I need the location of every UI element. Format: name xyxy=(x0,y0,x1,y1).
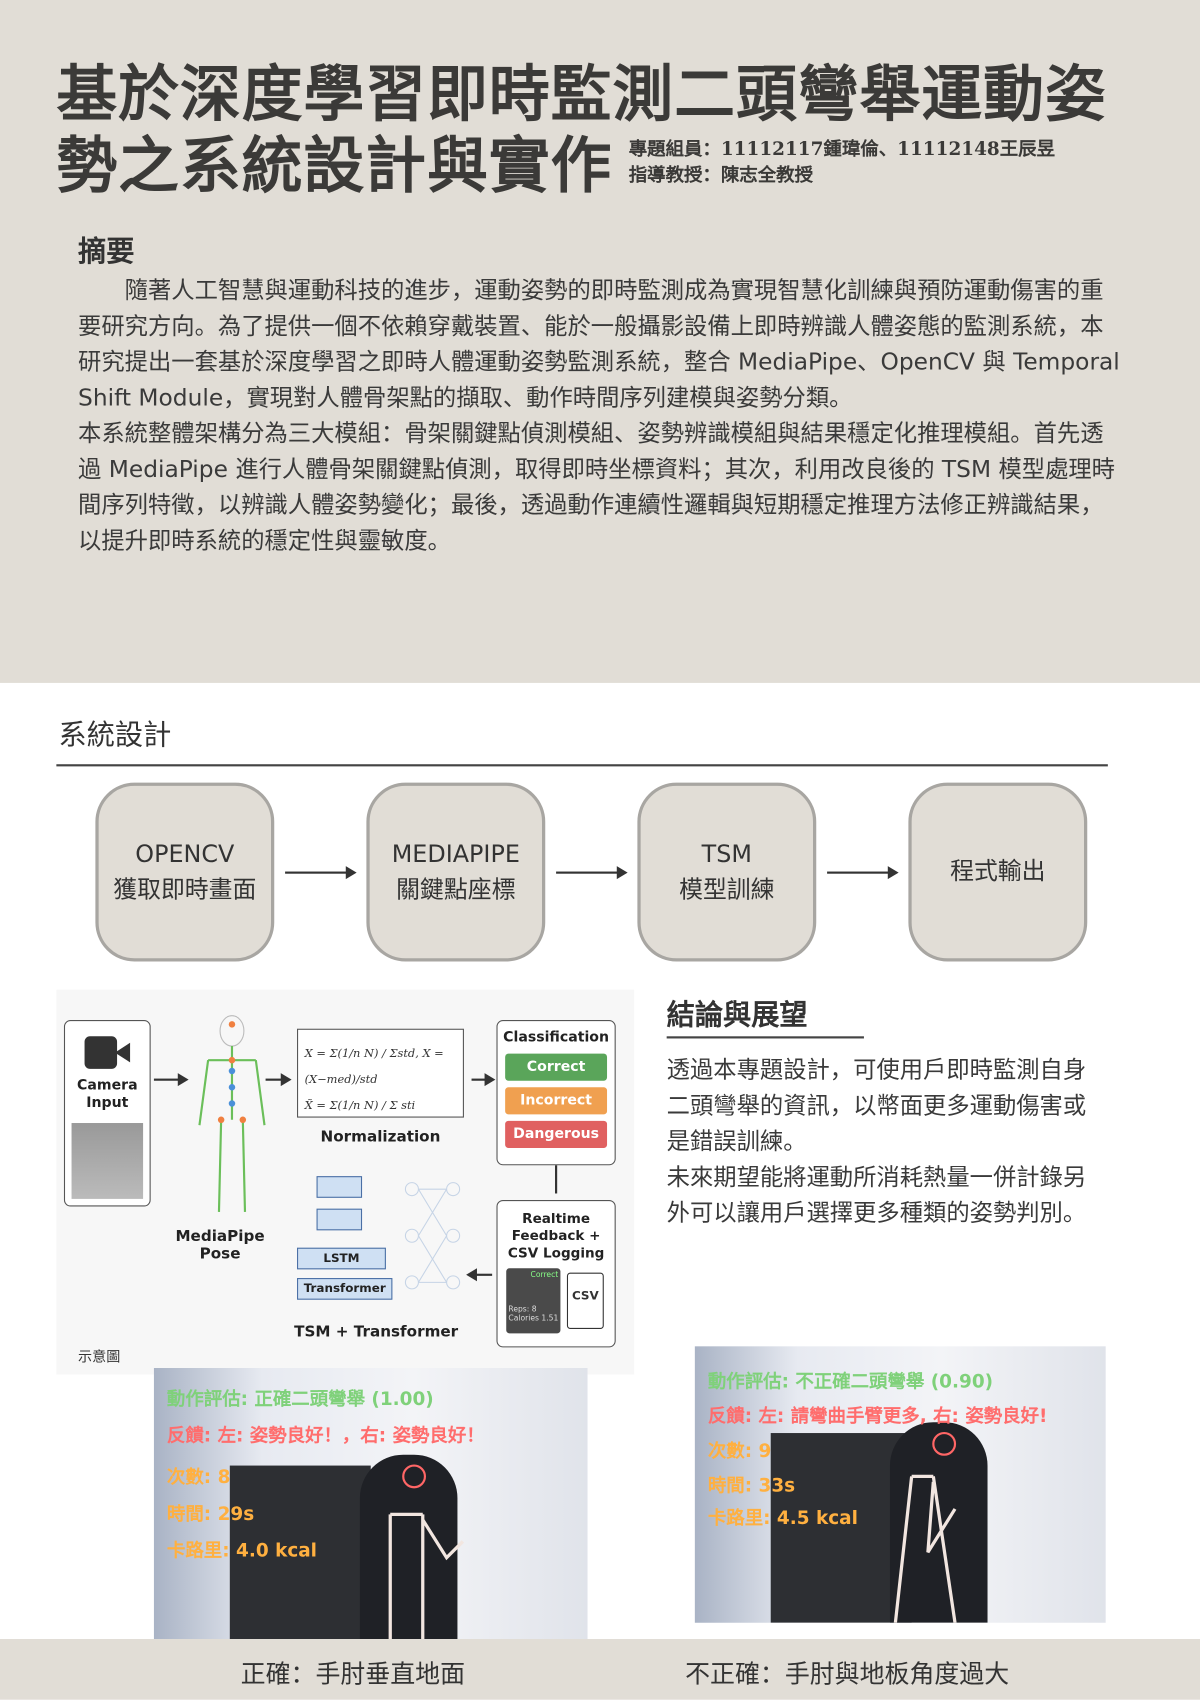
arrow-icon xyxy=(471,1073,496,1087)
time-text: 時間: 29s xyxy=(166,1503,255,1526)
feedback-text: 反饋: 左: 請彎曲手臂更多, 右: 姿勢良好! xyxy=(707,1405,1048,1428)
flow-step-tsm: TSM 模型訓練 xyxy=(637,782,817,962)
step-title: 程式輸出 xyxy=(950,858,1046,886)
team-members: 專題組員：11112117鍾瑋倫、11112148王辰昱 xyxy=(628,138,1056,161)
arrow-icon xyxy=(556,866,628,880)
arrow-icon xyxy=(468,1273,493,1276)
step-subtitle: 模型訓練 xyxy=(679,876,775,904)
calories-text: 卡路里: 4.5 kcal xyxy=(707,1507,858,1530)
correct-posture-photo: 動作評估: 正確二頭彎舉 (1.00) 反饋: 左: 姿勢良好！，右: 姿勢良好… xyxy=(153,1368,588,1640)
person-thumbnail xyxy=(71,1123,144,1199)
camera-input-box: Camera Input xyxy=(63,1020,151,1207)
network-block xyxy=(316,1176,363,1198)
arrow-icon xyxy=(285,866,357,880)
title-line-2: 勢之系統設計與實作 xyxy=(56,130,613,202)
conclusion-paragraph-2: 未來期望能將運動所消耗熱量一併計錄另外可以讓用戶選擇更多種類的姿勢判別。 xyxy=(666,1164,1087,1228)
flow-step-opencv: OPENCV 獲取即時畫面 xyxy=(95,782,275,962)
thumb-label: Correct xyxy=(530,1270,559,1280)
formula-1: X = Σ(1/n N) / Σstd, X = (X−med)/std xyxy=(304,1047,444,1087)
csv-file-icon: CSV xyxy=(566,1272,604,1329)
pose-skeleton-overlay xyxy=(893,1431,957,1623)
feedback-label: Realtime Feedback + CSV Logging xyxy=(507,1209,605,1261)
arrow-icon xyxy=(265,1073,292,1087)
tsm-transformer-label: TSM + Transformer xyxy=(294,1323,459,1341)
mediapipe-pose-label: MediaPipe Pose xyxy=(175,1228,265,1263)
formula-2: X̃ = Σ(1/n N) / Σ sti xyxy=(304,1099,416,1113)
step-title: TSM xyxy=(701,840,752,868)
reps-text: 次數: 9 xyxy=(707,1440,772,1463)
step-subtitle: 獲取即時畫面 xyxy=(113,876,257,904)
network-block xyxy=(316,1208,363,1231)
thumb-cal-value: 1.51 xyxy=(541,1313,559,1323)
system-design-heading: 系統設計 xyxy=(58,719,172,753)
abstract-body: 隨著人工智慧與運動科技的進步，運動姿勢的即時監測成為實現智慧化訓練與預防運動傷害… xyxy=(78,273,1124,559)
incorrect-posture-photo: 動作評估: 不正確二頭彎舉 (0.90) 反饋: 左: 請彎曲手臂更多, 右: … xyxy=(694,1346,1106,1623)
classification-label: Classification xyxy=(503,1029,610,1047)
calories-text: 卡路里: 4.0 kcal xyxy=(166,1540,318,1563)
arrow-icon xyxy=(827,866,899,880)
step-subtitle: 關鍵點座標 xyxy=(396,876,516,904)
conclusion-body: 透過本專題設計，可使用戶即時監測自身二頭彎舉的資訊，以幣面更多運動傷害或是錯誤訓… xyxy=(667,1053,1095,1232)
classification-box: Classification Correct Incorrect Dangero… xyxy=(496,1020,616,1166)
incorrect-caption: 不正確：手肘與地板角度過大 xyxy=(685,1660,1010,1689)
thumb-cal-label: Calories xyxy=(508,1313,539,1323)
csv-label: CSV xyxy=(571,1288,599,1303)
diagram-caption: 示意圖 xyxy=(78,1349,121,1366)
step-title: OPENCV xyxy=(135,840,235,868)
thumb-reps-label: Reps: xyxy=(508,1305,530,1314)
header-section: 基於深度學習即時監測二頭彎舉運動姿 勢之系統設計與實作 專題組員：1111211… xyxy=(0,0,1200,683)
reps-text: 次數: 8 xyxy=(166,1466,231,1489)
background-cabinet xyxy=(770,1433,912,1623)
camera-lens-icon xyxy=(114,1042,131,1063)
system-diagram: Camera Input MediaPipe Pose X = Σ(1/n N)… xyxy=(56,989,635,1375)
normalization-label: Normalization xyxy=(320,1128,441,1146)
class-dangerous: Dangerous xyxy=(505,1120,608,1148)
neural-network-icon xyxy=(404,1182,461,1290)
camera-input-label: Camera Input xyxy=(77,1077,138,1112)
divider xyxy=(56,764,1108,767)
pose-skeleton-overlay xyxy=(388,1464,465,1640)
feedback-text: 反饋: 左: 姿勢良好！，右: 姿勢良好！ xyxy=(166,1425,485,1448)
thumb-reps-value: 8 xyxy=(531,1305,537,1314)
arrow-down-icon xyxy=(555,1165,557,1194)
evaluation-text: 動作評估: 不正確二頭彎舉 (0.90) xyxy=(707,1371,994,1393)
background-cabinet xyxy=(229,1465,371,1640)
arrow-icon xyxy=(153,1073,189,1087)
abstract-paragraph-1: 隨著人工智慧與運動科技的進步，運動姿勢的即時監測成為實現智慧化訓練與預防運動傷害… xyxy=(78,277,1120,412)
conclusion-paragraph-1: 透過本專題設計，可使用戶即時監測自身二頭彎舉的資訊，以幣面更多運動傷害或是錯誤訓… xyxy=(666,1056,1087,1156)
conclusion-heading: 結論與展望 xyxy=(666,999,808,1032)
title-line-1: 基於深度學習即時監測二頭彎舉運動姿 xyxy=(56,58,1107,131)
lstm-block: LSTM xyxy=(297,1247,386,1270)
class-correct: Correct xyxy=(505,1053,608,1081)
flow-step-output: 程式輸出 xyxy=(908,782,1088,962)
abstract-heading: 摘要 xyxy=(78,236,135,269)
skeleton-figure xyxy=(198,1015,266,1212)
class-incorrect: Incorrect xyxy=(505,1087,608,1115)
divider xyxy=(666,1036,864,1039)
camera-icon xyxy=(84,1036,118,1069)
step-title: MEDIAPIPE xyxy=(391,840,520,868)
evaluation-text: 動作評估: 正確二頭彎舉 (1.00) xyxy=(166,1388,434,1411)
abstract-paragraph-2: 本系統整體架構分為三大模組：骨架關鍵點偵測模組、姿勢辨識模組與結果穩定化推理模組… xyxy=(78,420,1115,556)
advisor: 指導教授：陳志全教授 xyxy=(628,164,813,187)
correct-caption: 正確：手肘垂直地面 xyxy=(240,1660,466,1689)
time-text: 時間: 33s xyxy=(707,1475,796,1498)
normalization-formula: X = Σ(1/n N) / Σstd, X = (X−med)/std X̃ =… xyxy=(297,1028,464,1118)
caption-band: 正確：手肘垂直地面 不正確：手肘與地板角度過大 xyxy=(0,1639,1200,1700)
flow-step-mediapipe: MEDIAPIPE 關鍵點座標 xyxy=(366,782,546,962)
transformer-block: Transformer xyxy=(297,1278,393,1300)
